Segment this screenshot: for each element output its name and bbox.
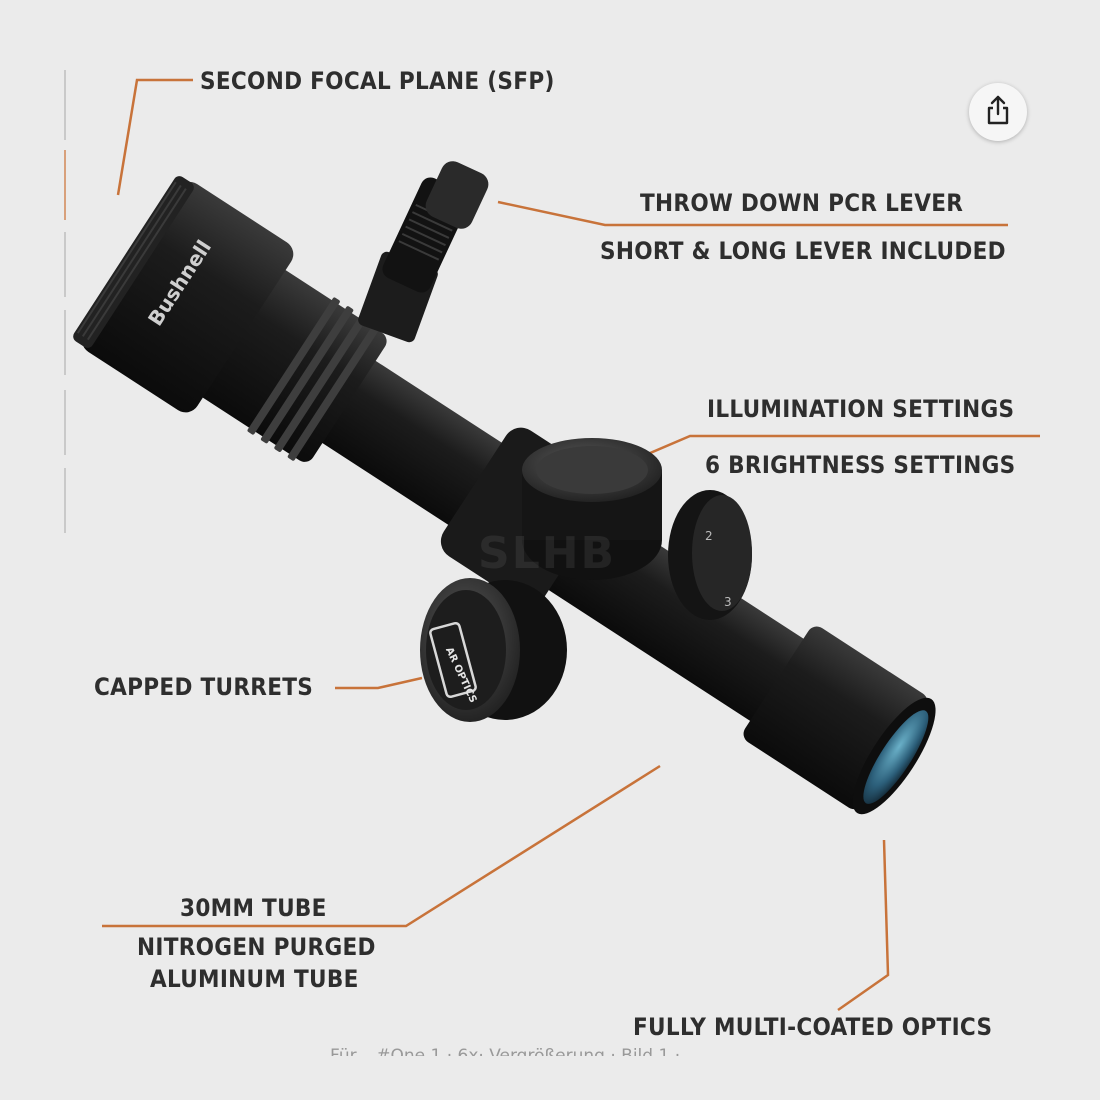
eyepiece bbox=[81, 181, 294, 413]
edge-strip bbox=[58, 70, 66, 140]
callout-tube-title: 30MM TUBE bbox=[180, 894, 327, 922]
edge-strip bbox=[58, 310, 66, 375]
objective-lens bbox=[863, 710, 929, 804]
svg-text:2: 2 bbox=[705, 529, 713, 543]
callout-turrets: CAPPED TURRETS bbox=[94, 673, 314, 701]
eyepiece-knurl bbox=[76, 181, 187, 341]
callout-lever-title: THROW DOWN PCR LEVER bbox=[640, 189, 964, 217]
callout-tube-sub1: NITROGEN PURGED bbox=[137, 933, 376, 961]
edge-strip bbox=[58, 390, 66, 455]
illumination-turret bbox=[522, 438, 662, 580]
capped-turret: AR OPTICS bbox=[420, 578, 567, 722]
edge-strip bbox=[58, 232, 66, 297]
leader-turrets bbox=[335, 676, 423, 690]
callout-illum-title: ILLUMINATION SETTINGS bbox=[707, 395, 1015, 423]
edge-strip bbox=[58, 468, 66, 533]
leader-lever bbox=[497, 200, 1008, 227]
pcr-lever bbox=[358, 161, 489, 343]
share-button[interactable] bbox=[969, 83, 1027, 141]
power-ring-knurl bbox=[247, 297, 381, 461]
windage-turret: 2 3 bbox=[668, 490, 752, 620]
share-icon bbox=[983, 94, 1013, 130]
edge-strip bbox=[58, 150, 66, 220]
callout-illum-sub: 6 BRIGHTNESS SETTINGS bbox=[705, 451, 1016, 479]
leader-sfp bbox=[116, 78, 193, 196]
scope-body: Bushnell bbox=[73, 176, 936, 815]
footer-caption: Für „ #One 1 · 6x· Vergrößerung · Bild 1… bbox=[330, 1046, 681, 1056]
callout-tube-sub2: ALUMINUM TUBE bbox=[150, 965, 359, 993]
callout-optics: FULLY MULTI-COATED OPTICS bbox=[633, 1013, 993, 1041]
watermark: SLHB bbox=[478, 528, 617, 579]
leader-tube bbox=[102, 764, 661, 928]
callout-lever-sub: SHORT & LONG LEVER INCLUDED bbox=[600, 237, 1006, 265]
callout-sfp: SECOND FOCAL PLANE (SFP) bbox=[200, 67, 555, 95]
svg-text:3: 3 bbox=[724, 595, 732, 609]
leader-optics bbox=[837, 839, 890, 1012]
